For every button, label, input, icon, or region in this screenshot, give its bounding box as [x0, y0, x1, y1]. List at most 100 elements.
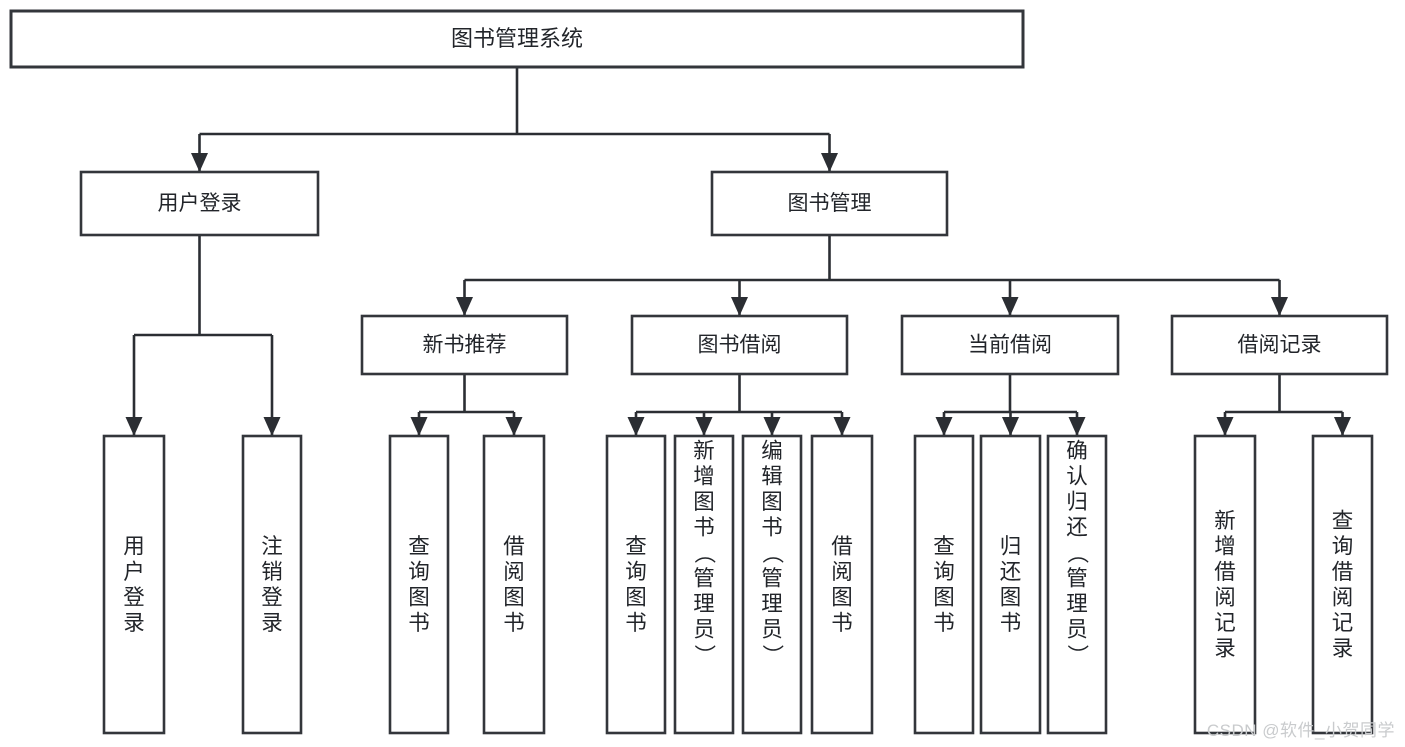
node-label-char: 书: [761, 516, 783, 540]
node-label-char: 阅: [831, 560, 853, 584]
node-book-manage[interactable]: 图书管理: [710, 170, 949, 237]
node-label-char: 员: [693, 618, 715, 642]
node-label-char: 阅: [1332, 586, 1354, 610]
node-label-char: 记: [1214, 611, 1236, 635]
node-label-char: （: [1065, 542, 1089, 564]
connector-group-root: [191, 67, 838, 172]
node-box-leaf-add-book: [673, 434, 735, 735]
node-box-leaf-edit-book: [741, 434, 803, 735]
node-label-char: 记: [1332, 611, 1354, 635]
node-label-char: 录: [261, 611, 283, 635]
connector-group-new-book-rec: [410, 374, 523, 436]
arrow-head-icon: [191, 153, 208, 172]
node-label-char: 询: [625, 560, 647, 584]
node-label-char: 增: [1214, 535, 1236, 559]
node-box-leaf-confirm-return: [1046, 434, 1108, 735]
arrow-head-icon: [1002, 417, 1019, 436]
node-label-char: 新: [693, 439, 715, 463]
node-label-char: 辑: [761, 465, 783, 489]
node-box-user-login: [79, 170, 320, 237]
node-layer: 图书管理系统用户登录图书管理新书推荐图书借阅当前借阅借阅记录用户登录注销登录查询…: [9, 9, 1389, 735]
node-label-current-borrow: 当前借阅: [968, 334, 1052, 357]
node-label-borrow-record: 借阅记录: [1238, 334, 1322, 357]
node-label-char: 注: [261, 535, 283, 559]
node-leaf-user-login[interactable]: 用户登录: [102, 434, 166, 735]
node-label-char: 查: [1332, 509, 1354, 533]
arrow-head-icon: [1068, 417, 1086, 436]
node-label-char: ）: [1065, 644, 1089, 666]
node-root[interactable]: 图书管理系统: [9, 9, 1025, 69]
node-user-login[interactable]: 用户登录: [79, 170, 320, 237]
node-label-char: 归: [1000, 535, 1022, 559]
node-label-char: 管: [761, 567, 783, 591]
node-label-char: 书: [503, 611, 525, 635]
node-label-char: 图: [761, 490, 783, 514]
node-label-char: 认: [1066, 465, 1088, 489]
arrow-head-icon: [1216, 417, 1234, 436]
node-box-leaf-borrow-book-2: [810, 434, 874, 735]
node-label-char: 登: [261, 586, 283, 610]
node-box-leaf-add-record: [1193, 434, 1257, 735]
arrow-head-icon: [410, 417, 428, 436]
node-label-char: 图: [408, 586, 430, 610]
node-label-char: 还: [1066, 516, 1088, 540]
node-label-char: 还: [1000, 560, 1022, 584]
node-label-char: 理: [693, 592, 715, 616]
arrow-head-icon: [627, 417, 645, 436]
node-label-char: 理: [761, 592, 783, 616]
arrow-head-icon: [833, 417, 851, 436]
node-box-borrow-record: [1170, 314, 1389, 376]
node-label-char: （: [692, 542, 716, 564]
node-label-char: 询: [1332, 535, 1354, 559]
node-book-borrow[interactable]: 图书借阅: [630, 314, 849, 376]
node-label-char: 录: [123, 611, 145, 635]
node-label-book-manage: 图书管理: [788, 192, 872, 215]
node-current-borrow[interactable]: 当前借阅: [900, 314, 1120, 376]
node-label-char: 书: [408, 611, 430, 635]
node-label-char: 录: [1332, 637, 1354, 661]
node-label-char: 书: [625, 611, 647, 635]
node-label-char: 图: [933, 586, 955, 610]
node-label-char: 查: [933, 535, 955, 559]
arrow-head-icon: [505, 417, 523, 436]
node-box-book-manage: [710, 170, 949, 237]
node-label-char: （: [760, 542, 784, 564]
node-box-leaf-query-record: [1311, 434, 1374, 735]
node-label-char: ）: [692, 644, 716, 666]
node-box-leaf-logout: [241, 434, 303, 735]
node-box-new-book-rec: [360, 314, 569, 376]
node-new-book-rec[interactable]: 新书推荐: [360, 314, 569, 376]
node-label-char: 理: [1066, 592, 1088, 616]
node-box-root: [9, 9, 1025, 69]
node-label-char: 书: [831, 611, 853, 635]
node-box-leaf-borrow-book-1: [482, 434, 546, 735]
connector-group-book-borrow: [627, 374, 851, 436]
node-label-char: 户: [123, 560, 145, 584]
node-label-char: 图: [1000, 586, 1022, 610]
node-borrow-record[interactable]: 借阅记录: [1170, 314, 1389, 376]
node-label-char: 借: [503, 535, 525, 559]
node-label-user-login: 用户登录: [158, 192, 242, 215]
node-label-book-borrow: 图书借阅: [698, 334, 782, 357]
arrow-head-icon: [1334, 417, 1351, 436]
node-label-char: 图: [503, 586, 525, 610]
node-label-char: 销: [261, 560, 283, 584]
connector-group-current-borrow: [935, 374, 1086, 436]
arrow-head-icon: [1271, 297, 1288, 316]
arrow-head-icon: [125, 417, 143, 436]
arrow-head-icon: [821, 153, 838, 172]
node-label-char: 登: [123, 586, 145, 610]
node-label-char: 询: [408, 560, 430, 584]
